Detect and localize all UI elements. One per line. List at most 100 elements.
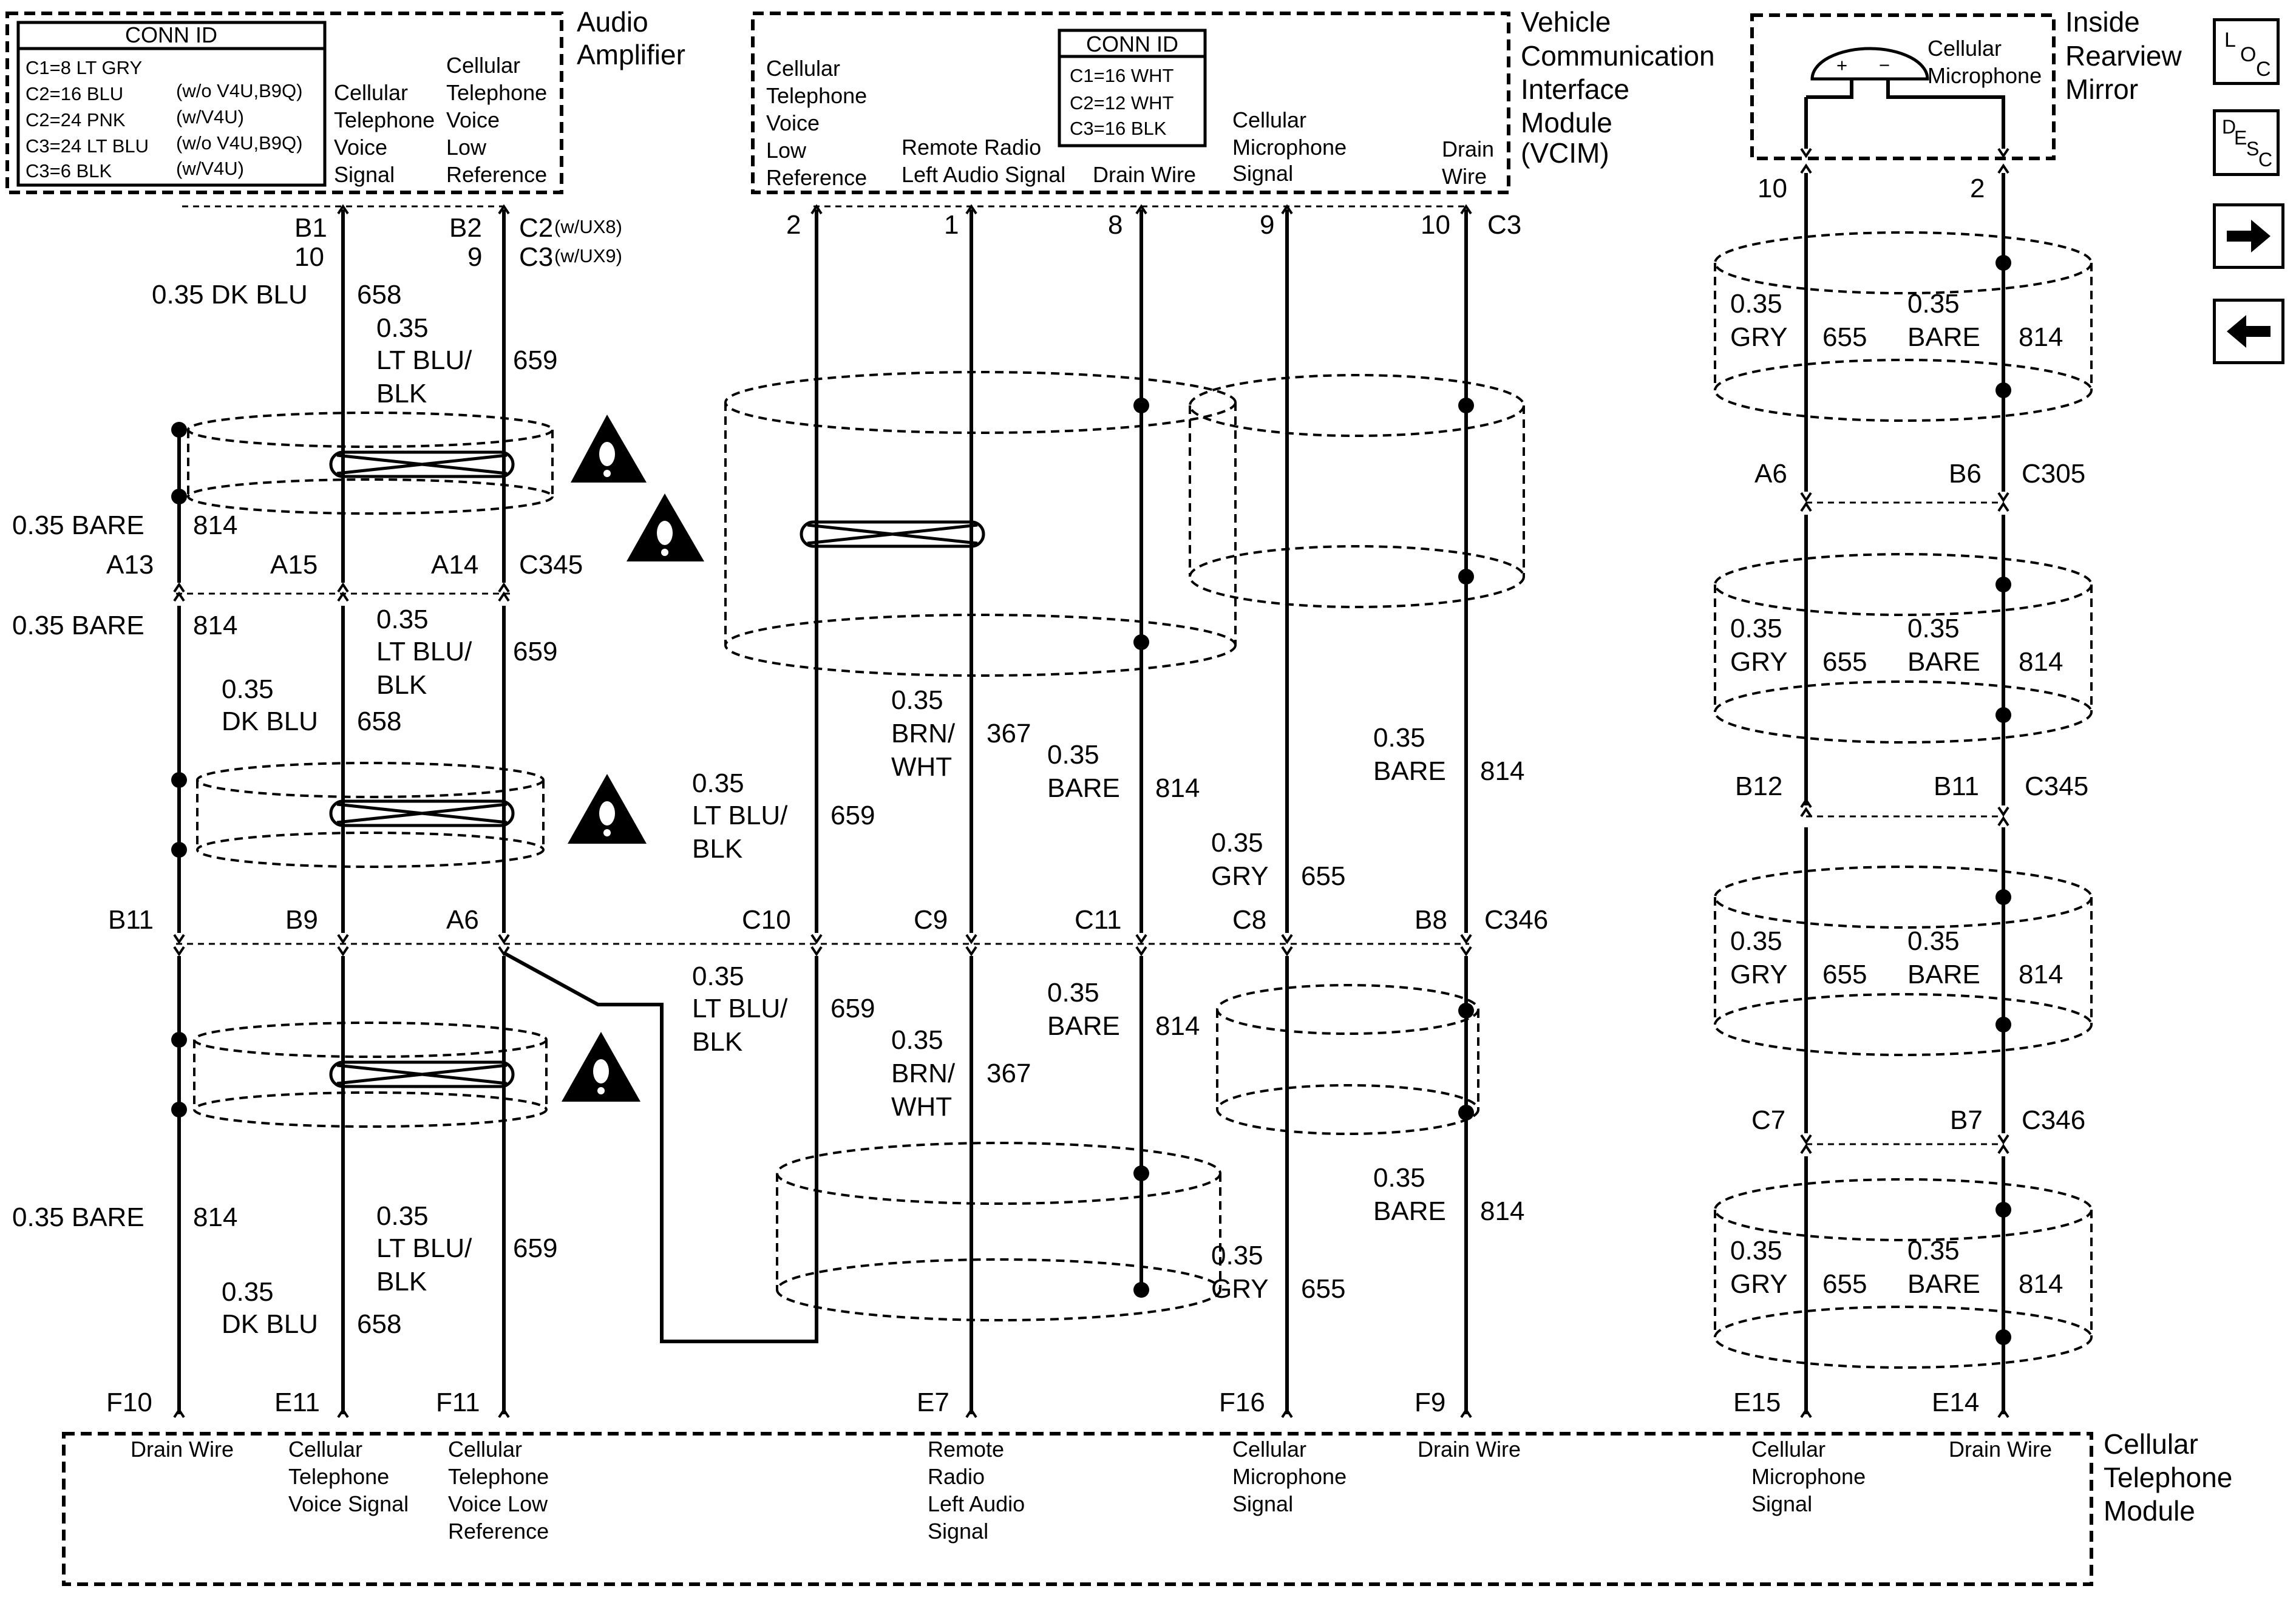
ctm-pin-label: Cellular Microphone Signal xyxy=(1751,1437,1872,1516)
ctm-box xyxy=(62,1432,2093,1586)
svg-text:BARE: BARE xyxy=(1907,322,1980,352)
svg-text:BLK: BLK xyxy=(376,1267,427,1297)
svg-text:0.35: 0.35 xyxy=(222,1277,274,1307)
svg-text:E7: E7 xyxy=(917,1388,949,1417)
svg-text:0.35: 0.35 xyxy=(1047,978,1099,1008)
svg-text:GRY: GRY xyxy=(1211,861,1269,891)
svg-text:659: 659 xyxy=(513,1233,557,1263)
ctm-pin-label: Drain Wire xyxy=(1949,1437,2052,1462)
svg-text:814: 814 xyxy=(193,510,237,540)
svg-text:0.35: 0.35 xyxy=(1907,289,1960,319)
svg-text:F11: F11 xyxy=(436,1388,480,1417)
svg-text:C8: C8 xyxy=(1232,905,1266,935)
svg-text:GRY: GRY xyxy=(1730,322,1788,352)
svg-text:BRN/: BRN/ xyxy=(891,1059,956,1088)
vcim-pin-label: Drain Wire xyxy=(1093,162,1196,187)
svg-text:659: 659 xyxy=(830,994,875,1023)
svg-text:F16: F16 xyxy=(1219,1388,1265,1417)
svg-text:C1=16 WHT: C1=16 WHT xyxy=(1070,65,1173,86)
svg-text:BARE: BARE xyxy=(1047,1011,1120,1041)
svg-text:658: 658 xyxy=(357,707,401,736)
svg-text:DK BLU: DK BLU xyxy=(222,707,318,736)
ctm-pin-label: Drain Wire xyxy=(1418,1437,1521,1462)
svg-text:BLK: BLK xyxy=(376,670,427,700)
svg-text:1: 1 xyxy=(944,210,959,240)
svg-text:C1=8 LT GRY: C1=8 LT GRY xyxy=(25,57,142,78)
svg-text:0.35: 0.35 xyxy=(1373,723,1425,753)
svg-text:367: 367 xyxy=(987,719,1031,748)
svg-text:C3=16 BLK: C3=16 BLK xyxy=(1070,118,1167,139)
caution-icon xyxy=(562,1032,640,1102)
svg-text:0.35 DK BLU: 0.35 DK BLU xyxy=(152,280,308,310)
svg-text:GRY: GRY xyxy=(1730,960,1788,989)
svg-text:LT BLU/: LT BLU/ xyxy=(692,994,788,1023)
svg-text:0.35: 0.35 xyxy=(1373,1163,1425,1193)
ctm-pin-numbers: F10 E11 F11 E7 F16 F9 E15 E14 xyxy=(106,1388,1979,1417)
vcim-box xyxy=(751,12,1510,194)
svg-text:0.35: 0.35 xyxy=(1211,1241,1263,1270)
svg-text:C10: C10 xyxy=(742,905,791,935)
svg-text:(w/o V4U,B9Q): (w/o V4U,B9Q) xyxy=(176,80,302,101)
c346-pins: B11 B9 A6 C10 C9 C11 C8 B8 C346 xyxy=(108,905,1548,935)
ctm-pin-label: Cellular Microphone Signal xyxy=(1232,1437,1353,1516)
svg-text:655: 655 xyxy=(1822,322,1867,352)
svg-text:9: 9 xyxy=(467,242,482,272)
svg-text:BLK: BLK xyxy=(376,379,427,408)
audio-amp-title: Audio Amplifier xyxy=(577,6,685,70)
amp-pin-option: (w/UX8) xyxy=(554,216,622,237)
svg-text:C2: C2 xyxy=(519,213,553,243)
svg-text:0.35: 0.35 xyxy=(1907,1236,1960,1266)
svg-text:0.35: 0.35 xyxy=(1730,614,1782,643)
svg-text:B8: B8 xyxy=(1415,905,1447,935)
next-button[interactable] xyxy=(2213,203,2284,269)
svg-text:8: 8 xyxy=(1108,210,1123,240)
svg-text:C7: C7 xyxy=(1751,1105,1785,1135)
ctm-title: Cellular Telephone Module xyxy=(2104,1428,2240,1527)
svg-text:B11: B11 xyxy=(1934,771,1979,801)
svg-text:658: 658 xyxy=(357,1309,401,1339)
svg-text:C9: C9 xyxy=(914,905,948,935)
caution-icon xyxy=(627,493,704,561)
svg-text:C346: C346 xyxy=(2022,1105,2085,1135)
svg-text:C2=12 WHT: C2=12 WHT xyxy=(1070,92,1173,114)
audio-amplifier-box xyxy=(5,12,563,194)
vcim-pin-label: Cellular Microphone Signal xyxy=(1232,107,1353,186)
svg-text:BARE: BARE xyxy=(1907,960,1980,989)
svg-text:655: 655 xyxy=(1301,1274,1345,1304)
svg-text:0.35: 0.35 xyxy=(891,685,943,715)
svg-text:814: 814 xyxy=(2019,1269,2063,1299)
svg-text:LT BLU/: LT BLU/ xyxy=(376,345,472,375)
desc-button[interactable]: D E S C xyxy=(2213,109,2280,176)
ctm-pin-label: Cellular Telephone Voice Signal xyxy=(288,1437,409,1516)
prev-button[interactable] xyxy=(2213,299,2284,364)
vcim-pin-label: Remote Radio Left Audio Signal xyxy=(902,135,1065,187)
svg-text:0.35: 0.35 xyxy=(1211,828,1263,858)
svg-text:A13: A13 xyxy=(106,550,154,580)
ctm-pin-label: Drain Wire xyxy=(131,1437,234,1462)
svg-text:367: 367 xyxy=(987,1059,1031,1088)
svg-text:BARE: BARE xyxy=(1373,1196,1446,1226)
svg-text:DK BLU: DK BLU xyxy=(222,1309,318,1339)
svg-text:659: 659 xyxy=(830,801,875,830)
svg-text:BLK: BLK xyxy=(692,834,742,864)
ctm-pin-label: Remote Radio Left Audio Signal xyxy=(928,1437,1031,1544)
svg-text:10: 10 xyxy=(294,242,324,272)
svg-text:A6: A6 xyxy=(446,905,479,935)
svg-text:C305: C305 xyxy=(2022,459,2085,489)
svg-text:E15: E15 xyxy=(1733,1388,1781,1417)
svg-text:814: 814 xyxy=(193,1202,237,1232)
svg-text:0.35: 0.35 xyxy=(692,961,744,991)
svg-text:0.35: 0.35 xyxy=(1730,926,1782,956)
svg-text:B6: B6 xyxy=(1949,459,1982,489)
loc-button[interactable]: L O C xyxy=(2213,18,2280,85)
caution-icon xyxy=(568,774,647,844)
svg-text:0.35: 0.35 xyxy=(1907,926,1960,956)
svg-text:A6: A6 xyxy=(1754,459,1787,489)
mic-minus-label: − xyxy=(1879,55,1890,76)
svg-text:C345: C345 xyxy=(519,550,583,580)
ctm-pin-label: Cellular Telephone Voice Low Reference xyxy=(448,1437,555,1544)
amp-pin-label: Cellular Telephone Voice Low Reference xyxy=(446,53,553,187)
svg-text:BARE: BARE xyxy=(1907,647,1980,677)
conn-id-table-amp xyxy=(16,21,327,187)
